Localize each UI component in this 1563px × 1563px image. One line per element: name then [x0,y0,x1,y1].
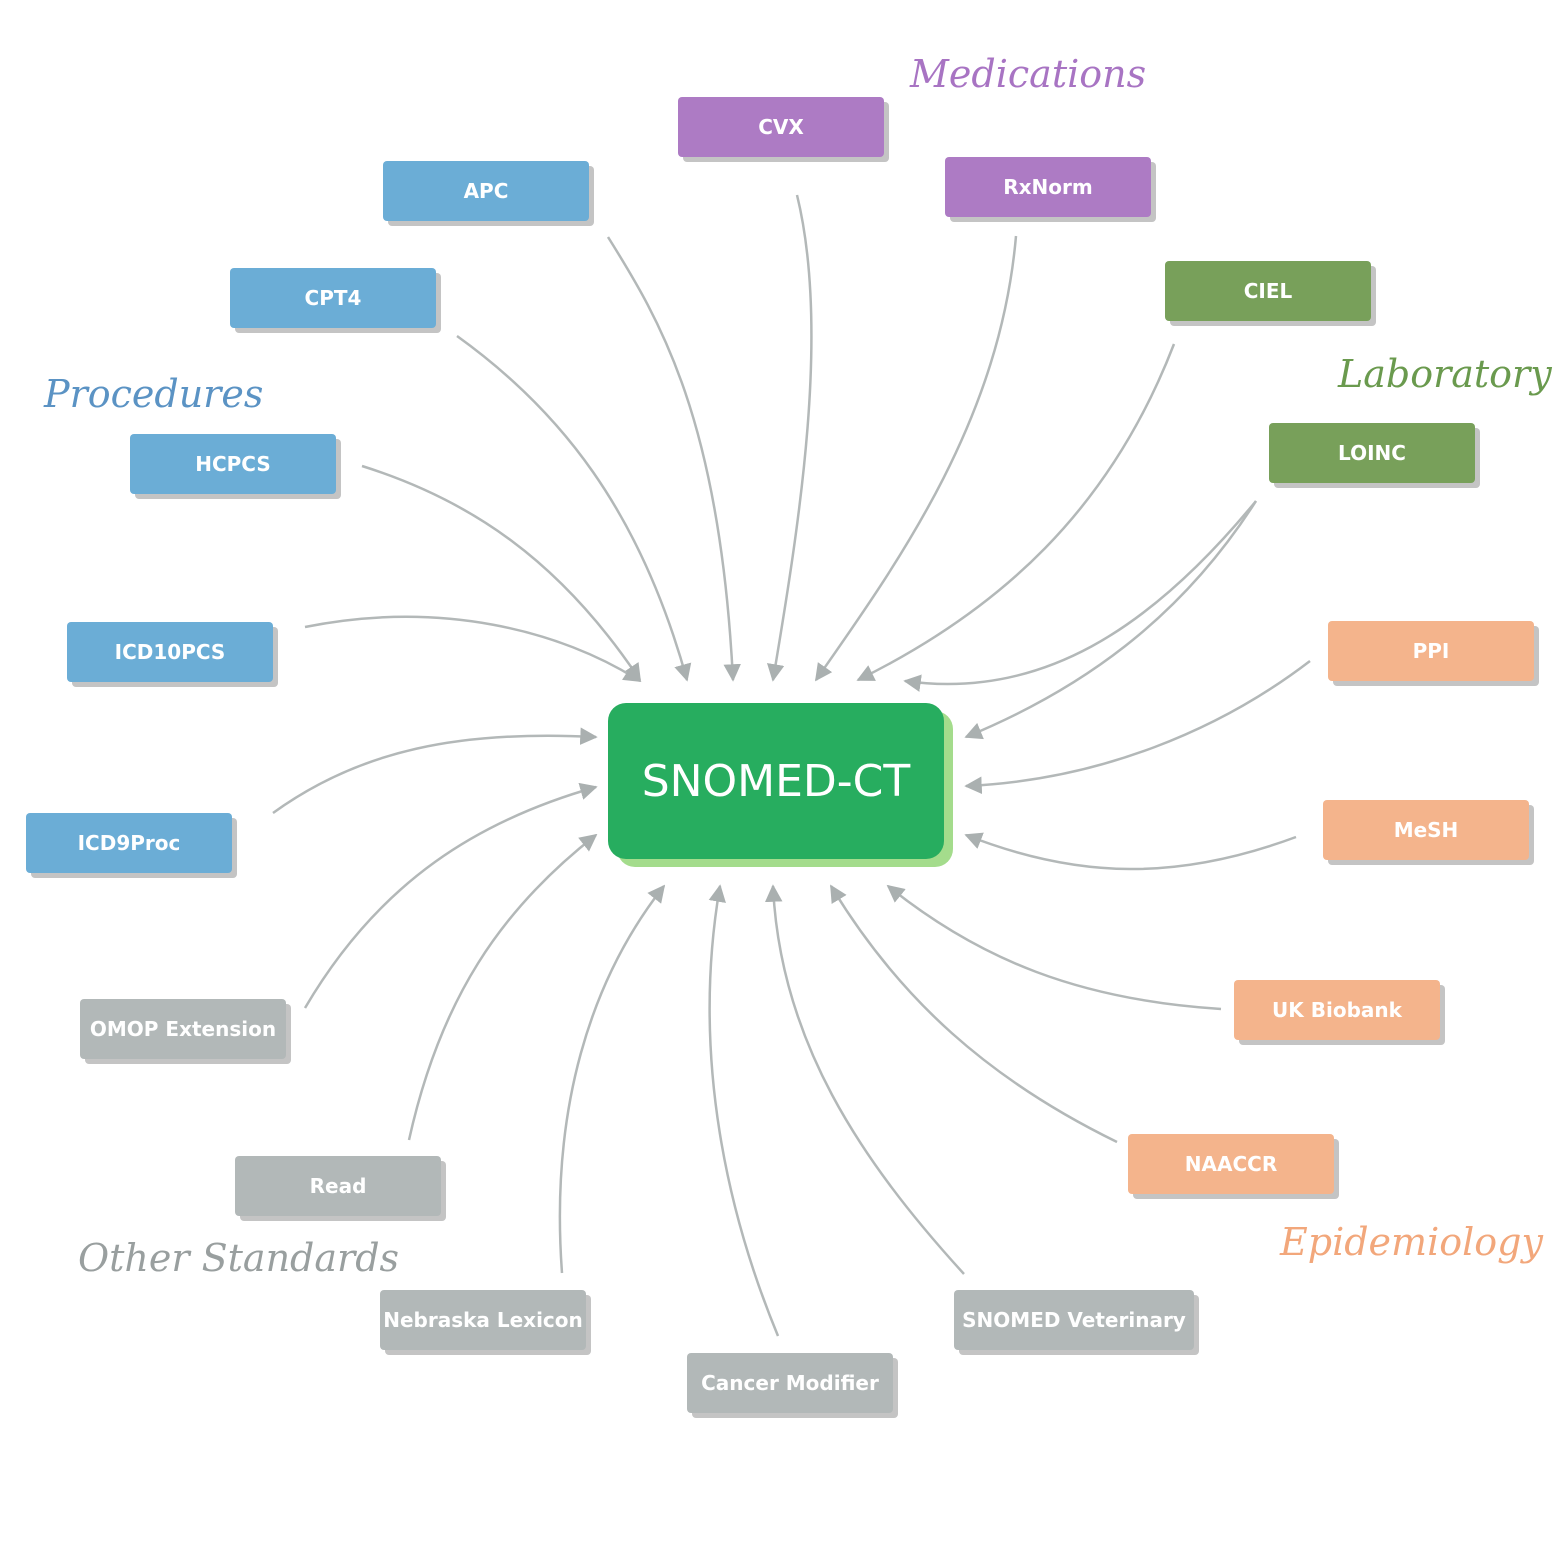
edge-nebraska [558,884,666,1274]
edge-mesh [964,832,1297,871]
edge-snomedvet [764,884,965,1275]
node-ukbiobank[interactable]: UK Biobank [1234,980,1440,1040]
edge-ukbiobank [886,884,1222,1011]
node-rxnorm[interactable]: RxNorm [945,157,1151,217]
edge-hcpcs [361,464,642,682]
edge-loinc [903,500,1257,692]
node-cpt4[interactable]: CPT4 [230,268,436,328]
category-label-laboratory: Laboratory [1338,352,1552,396]
node-omop-extension[interactable]: OMOP Extension [80,999,286,1059]
edge-loinc-2 [964,500,1258,740]
edge-cpt4 [456,334,692,682]
category-label-procedures: Procedures [44,372,264,416]
edge-ciel [856,343,1176,682]
edge-icd10pcs [304,615,642,683]
node-snomed-veterinary[interactable]: SNOMED Veterinary [954,1290,1194,1350]
node-icd10pcs[interactable]: ICD10PCS [67,622,273,682]
node-mesh[interactable]: MeSH [1323,800,1529,860]
node-cvx[interactable]: CVX [678,97,884,157]
node-ciel[interactable]: CIEL [1165,261,1371,321]
edge-ppi [964,660,1311,795]
edge-apc [606,236,741,682]
node-hcpcs[interactable]: HCPCS [130,434,336,494]
node-cancer-modifier[interactable]: Cancer Modifier [687,1353,893,1413]
node-nebraska-lexicon[interactable]: Nebraska Lexicon [380,1290,586,1350]
node-loinc[interactable]: LOINC [1269,423,1475,483]
edge-read [407,833,598,1141]
node-read[interactable]: Read [235,1156,441,1216]
category-label-medications: Medications [910,52,1147,96]
node-apc[interactable]: APC [383,161,589,221]
edge-naaccr [829,884,1118,1144]
edge-cancermod [708,884,780,1337]
edge-rxnorm [814,235,1018,682]
node-icd9proc[interactable]: ICD9Proc [26,813,232,873]
category-label-other-standards: Other Standards [78,1236,400,1280]
node-naaccr[interactable]: NAACCR [1128,1134,1334,1194]
snomed-ct-node[interactable]: SNOMED-CT [608,703,944,859]
edge-cvx [766,194,813,682]
node-ppi[interactable]: PPI [1328,621,1534,681]
edge-icd9proc [272,727,598,815]
category-label-epidemiology: Epidemiology [1280,1220,1543,1264]
edge-omop [303,782,598,1009]
